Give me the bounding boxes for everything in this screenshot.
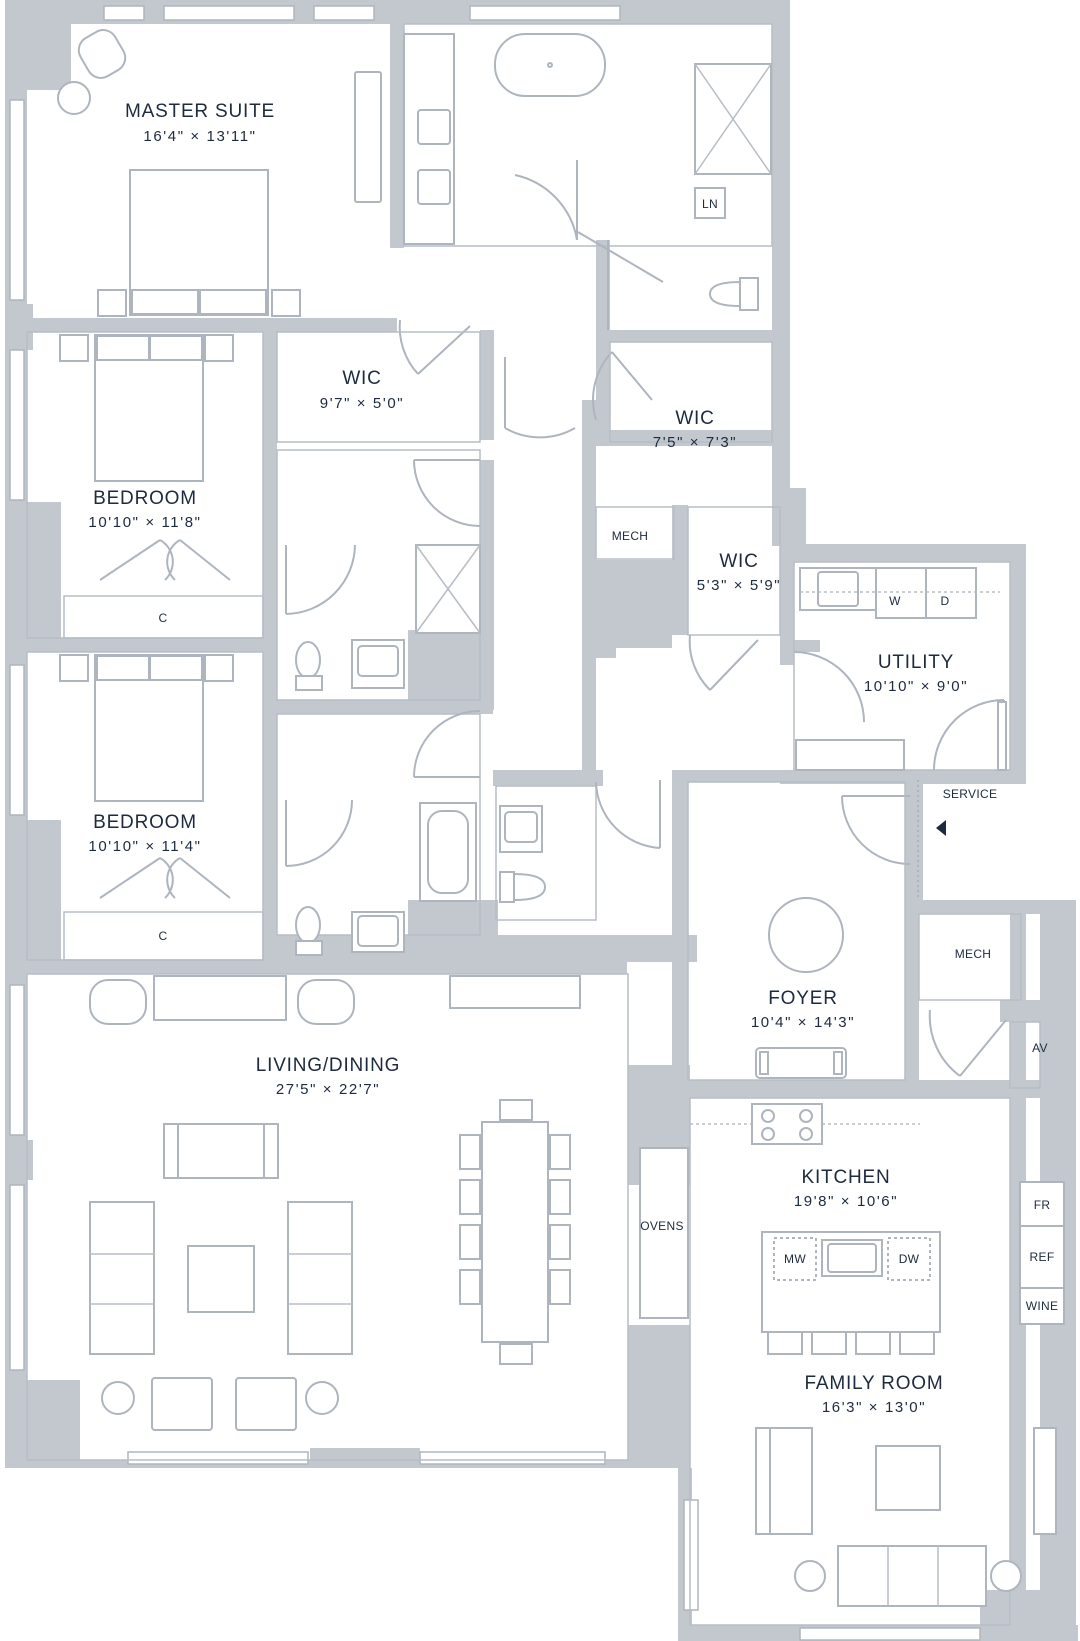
master-suite-name: MASTER SUITE: [125, 101, 275, 122]
bedroom-2-name: BEDROOM: [93, 812, 197, 833]
room-labels: MASTER SUITE 16'4" × 13'11" WIC 9'7" × 5…: [88, 101, 968, 1416]
bedroom-2-dims: 10'10" × 11'4": [88, 838, 201, 855]
ref-label: REF: [1030, 1250, 1055, 1264]
utility-dims: 10'10" × 9'0": [864, 678, 968, 695]
fr-label: FR: [1034, 1198, 1051, 1212]
utility-name: UTILITY: [878, 652, 954, 673]
ovens-label: OVENS: [640, 1219, 684, 1233]
living-dining-dims: 27'5" × 22'7": [276, 1081, 380, 1098]
foyer-name: FOYER: [768, 988, 837, 1009]
ln-label: LN: [702, 197, 718, 211]
dryer-label: D: [941, 594, 950, 608]
master-suite-dims: 16'4" × 13'11": [143, 128, 256, 145]
wic-3-name: WIC: [719, 551, 758, 572]
living-dining-name: LIVING/DINING: [256, 1055, 400, 1076]
kitchen-dims: 19'8" × 10'6": [794, 1193, 898, 1210]
closet-2-label: C: [159, 929, 168, 943]
kitchen-name: KITCHEN: [802, 1167, 891, 1188]
mech-2-label: MECH: [955, 947, 992, 961]
washer-label: W: [889, 594, 901, 608]
wic-2-name: WIC: [675, 408, 714, 429]
fixture-labels: LN MECH C C W D SERVICE MECH AV OVENS MW…: [159, 197, 1059, 1313]
wic-1-dims: 9'7" × 5'0": [320, 395, 404, 412]
mech-1-label: MECH: [612, 529, 649, 543]
family-room-dims: 16'3" × 13'0": [822, 1399, 926, 1416]
foyer-dims: 10'4" × 14'3": [751, 1014, 855, 1031]
entry-arrow-icon: [936, 820, 946, 836]
wine-label: WINE: [1026, 1299, 1059, 1313]
wic-3-dims: 5'3" × 5'9": [697, 577, 781, 594]
service-label: SERVICE: [943, 787, 998, 801]
bedroom-1-dims: 10'10" × 11'8": [88, 514, 201, 531]
interior-lines: [26, 23, 1065, 1626]
bedroom-1-name: BEDROOM: [93, 488, 197, 509]
dw-label: DW: [899, 1252, 920, 1266]
mw-label: MW: [784, 1252, 806, 1266]
family-room-name: FAMILY ROOM: [804, 1373, 943, 1394]
windows: [9, 5, 981, 1641]
av-label: AV: [1032, 1041, 1048, 1055]
wic-1-name: WIC: [342, 368, 381, 389]
closet-1-label: C: [159, 611, 168, 625]
wic-2-dims: 7'5" × 7'3": [653, 434, 737, 451]
